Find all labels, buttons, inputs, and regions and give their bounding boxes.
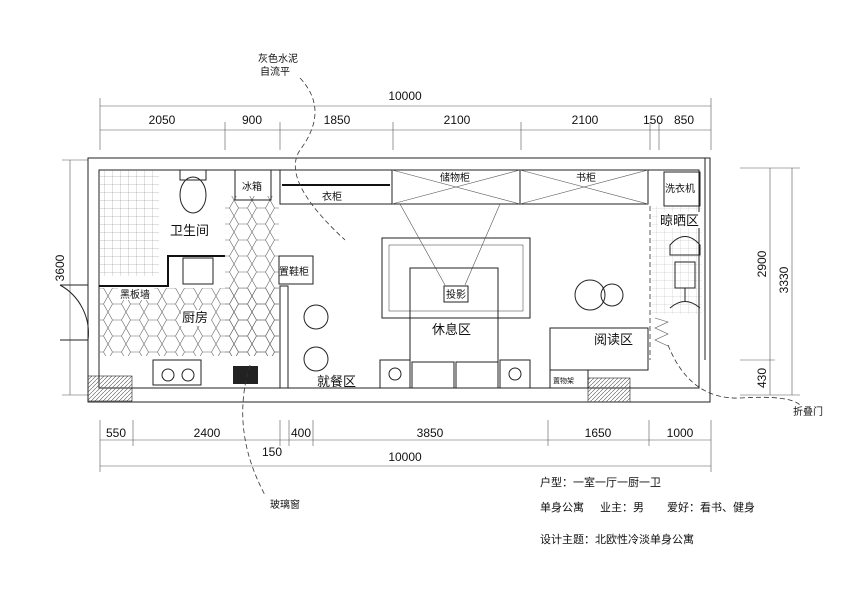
bathroom-label: 卫生间 xyxy=(170,224,209,239)
right-lower-dim: 430 xyxy=(755,368,769,388)
dim: 150 xyxy=(262,445,282,459)
reading-area-label: 阅读区 xyxy=(594,333,633,348)
folding-door-note: 折叠门 xyxy=(793,405,823,418)
floor-note-line1: 灰色水泥 xyxy=(258,52,298,65)
dim: 400 xyxy=(291,426,311,440)
top-dimensions: 10000 2050 900 1850 2100 2100 150 850 xyxy=(99,89,712,150)
hobby-info: 爱好：看书、健身 xyxy=(667,500,755,514)
dim: 1000 xyxy=(667,426,694,440)
annotations: 灰色水泥 自流平 玻璃窗 折叠门 xyxy=(242,52,823,511)
shelf-label: 置物架 xyxy=(553,376,574,385)
wardrobe-label: 衣柜 xyxy=(322,190,342,203)
dim: 3850 xyxy=(417,426,444,440)
dim: 1650 xyxy=(585,426,612,440)
layout-info: 户型：一室一厅一厨一卫 xyxy=(540,475,661,489)
projector-label: 投影 xyxy=(446,288,466,301)
bottom-dimensions: 550 2400 150 400 3850 1650 1000 10000 xyxy=(99,420,712,472)
drying-area: 晾晒区 xyxy=(649,206,702,360)
dim: 550 xyxy=(106,426,126,440)
kitchen: 冰箱 厨房 黑板墙 xyxy=(99,169,279,386)
dim: 2050 xyxy=(149,113,176,127)
dim: 850 xyxy=(674,113,694,127)
side-dimensions: 3600 2900 430 3330 xyxy=(53,159,800,396)
bookcase-label: 书柜 xyxy=(576,171,596,184)
right-total-dim: 3330 xyxy=(777,266,791,293)
storage-cabinet-label: 储物柜 xyxy=(440,171,470,184)
dim: 2100 xyxy=(444,113,471,127)
dim: 900 xyxy=(242,113,262,127)
dining-area-label: 就餐区 xyxy=(317,374,356,390)
washing-machine-label: 洗衣机 xyxy=(665,182,695,195)
floor-note-line2: 自流平 xyxy=(260,65,290,78)
owner-info: 业主：男 xyxy=(600,501,644,514)
dim: 2100 xyxy=(572,113,599,127)
top-cabinets: 衣柜 储物柜 书柜 洗衣机 xyxy=(279,169,701,207)
dining-area: 置鞋柜 就餐区 xyxy=(278,255,356,390)
project-info: 户型：一室一厅一厨一卫 单身公寓 业主：男 爱好：看书、健身 设计主题：北欧性冷… xyxy=(540,475,755,546)
glass-window-note: 玻璃窗 xyxy=(270,498,300,511)
bottom-total-dim: 10000 xyxy=(388,450,422,464)
top-total-dim: 10000 xyxy=(388,89,422,103)
theme-info: 设计主题：北欧性冷淡单身公寓 xyxy=(540,532,694,546)
shoe-cabinet-label: 置鞋柜 xyxy=(279,265,309,278)
left-height-dim: 3600 xyxy=(53,254,67,281)
dim: 1850 xyxy=(324,113,351,127)
right-inner-dim: 2900 xyxy=(755,250,769,277)
rest-area-label: 休息区 xyxy=(432,322,471,338)
type-info: 单身公寓 xyxy=(540,500,584,514)
reading-area: 阅读区 置物架 xyxy=(549,279,649,389)
blackboard-wall-label: 黑板墙 xyxy=(120,288,150,301)
dim: 150 xyxy=(643,113,663,127)
kitchen-label: 厨房 xyxy=(182,310,208,326)
drying-area-label: 晾晒区 xyxy=(660,213,699,229)
fridge-label: 冰箱 xyxy=(242,180,262,193)
bathroom: 卫生间 xyxy=(99,169,225,287)
dim: 2400 xyxy=(194,426,221,440)
rest-area: 投影 休息区 xyxy=(379,203,531,389)
